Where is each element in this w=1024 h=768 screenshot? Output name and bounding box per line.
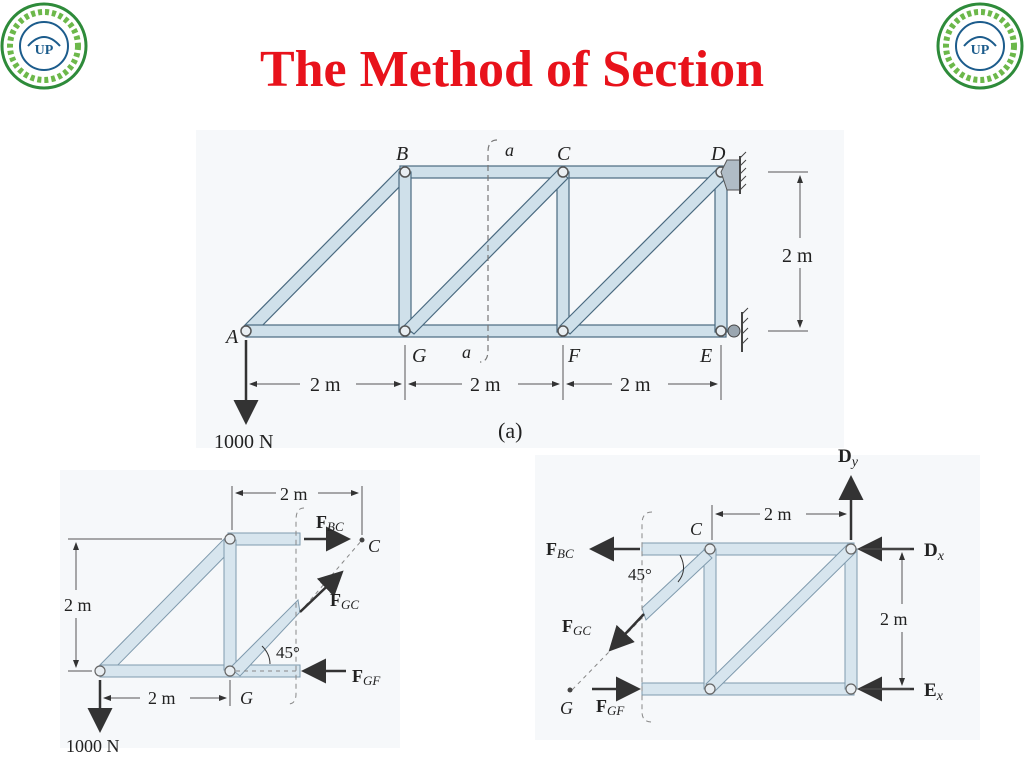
load-label-a: 1000 N	[214, 431, 273, 453]
section-label-top: a	[505, 140, 514, 160]
label-E: E	[699, 345, 712, 367]
dim-top-b: 2 m	[280, 484, 308, 504]
logo-text-right: UP	[971, 43, 990, 58]
figure-b: C G FBC FGC FGF 45° 2 m 2 m 2 m 100	[60, 470, 400, 756]
angle-arc-b	[261, 645, 271, 665]
dim-height-label: 2 m	[782, 245, 813, 267]
dim-bottom-b: 2 m	[148, 688, 176, 708]
section-cut-b	[287, 507, 305, 705]
dim-span1-label: 2 m	[310, 374, 341, 396]
force-FBC-label-c: FBC	[546, 539, 574, 561]
load-label-b: 1000 N	[66, 736, 120, 756]
support-D	[720, 151, 747, 194]
force-Dx-label: Dx	[924, 540, 945, 564]
force-FGC-arrow-c	[608, 613, 645, 652]
figure-c-dims	[711, 505, 910, 690]
support-E	[727, 307, 749, 352]
caption-a: (a)	[498, 418, 522, 443]
label-C-c: C	[690, 519, 703, 539]
university-logo-right: UP	[936, 2, 1024, 90]
force-FGF-label-c: FGF	[596, 696, 625, 718]
label-C: C	[557, 143, 571, 165]
force-FGF-label-b: FGF	[352, 666, 381, 688]
member-AE	[245, 324, 727, 338]
figure-b-joints	[94, 533, 236, 677]
figure-c: G C FBC FGC FGF 45° Dy Dx Ex 2 m 2 m	[535, 446, 980, 740]
logo-text-left: UP	[35, 43, 54, 58]
dim-span3-label: 2 m	[620, 374, 651, 396]
dim-span2-label: 2 m	[470, 374, 501, 396]
force-FBC-label-b: FBC	[316, 512, 344, 534]
member-CF	[556, 171, 570, 333]
label-F: F	[567, 345, 581, 367]
label-A: A	[224, 326, 239, 348]
angle-arc-c	[677, 554, 684, 583]
point-G-c	[567, 687, 573, 693]
label-G: G	[412, 345, 427, 367]
label-B: B	[396, 143, 408, 165]
slide-title: The Method of Section	[259, 41, 765, 98]
label-G-c: G	[560, 698, 573, 718]
section-line-aa	[479, 139, 498, 363]
figure-b-members	[96, 532, 301, 678]
force-Dy-label: Dy	[838, 446, 859, 470]
dimension-height	[768, 171, 808, 332]
dim-right-c: 2 m	[880, 609, 908, 629]
label-C-b: C	[368, 536, 381, 556]
section-label-bottom: a	[462, 342, 471, 362]
dim-top-c: 2 m	[764, 504, 792, 524]
figure-c-joints	[704, 543, 857, 695]
figure-c-members	[641, 542, 858, 696]
force-FGC-arrow-b	[299, 570, 344, 613]
point-C-b	[359, 537, 365, 543]
angle-label-b: 45°	[276, 643, 300, 662]
force-FGC-label-b: FGC	[330, 590, 359, 612]
label-G-b: G	[240, 688, 253, 708]
force-FGC-label-c: FGC	[562, 616, 591, 638]
force-Ex-label: Ex	[924, 680, 944, 704]
university-logo-left: UP	[0, 2, 88, 90]
member-BG	[398, 171, 412, 333]
figure-a-members	[243, 165, 728, 338]
dim-left-b: 2 m	[64, 595, 92, 615]
member-DE	[714, 171, 728, 333]
figure-a: A B C D E F G a a 2 m 2 m 2	[196, 130, 844, 453]
angle-label-c: 45°	[628, 565, 652, 584]
label-D: D	[710, 143, 726, 165]
